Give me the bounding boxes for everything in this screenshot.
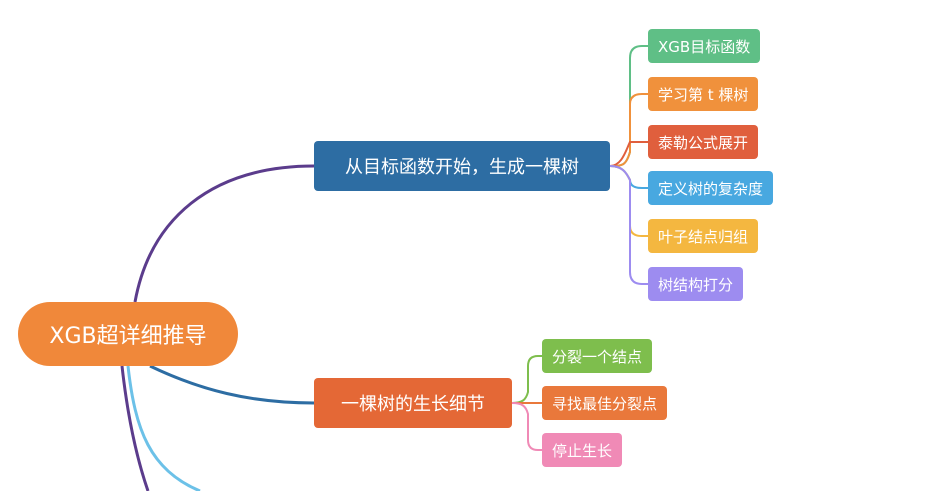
leaf-node-taylor-expansion[interactable]: 泰勒公式展开 bbox=[648, 125, 759, 159]
leaf-node-best-split[interactable]: 寻找最佳分裂点 bbox=[542, 386, 668, 420]
link-b2-c3 bbox=[511, 402, 542, 451]
branch-node-objective[interactable]: 从目标函数开始，生成一棵树 bbox=[314, 141, 610, 191]
link-root-offscreen-2 bbox=[120, 365, 150, 491]
link-root-branch-1 bbox=[133, 164, 315, 303]
leaf-node-leaf-grouping[interactable]: 叶子结点归组 bbox=[648, 219, 759, 253]
link-b2-c1 bbox=[511, 355, 542, 404]
link-b1-c6 bbox=[609, 165, 648, 285]
leaf-node-stop-growth[interactable]: 停止生长 bbox=[542, 433, 623, 467]
link-root-branch-2 bbox=[149, 364, 315, 405]
leaf-node-tree-complexity[interactable]: 定义树的复杂度 bbox=[648, 171, 774, 205]
branch-node-growth[interactable]: 一棵树的生长细节 bbox=[314, 378, 512, 428]
leaf-node-structure-score[interactable]: 树结构打分 bbox=[648, 267, 744, 301]
leaf-node-xgb-objective[interactable]: XGB目标函数 bbox=[648, 29, 761, 63]
link-root-offscreen-1 bbox=[126, 365, 201, 491]
root-node[interactable]: XGB超详细推导 bbox=[18, 302, 238, 366]
leaf-node-split-node[interactable]: 分裂一个结点 bbox=[542, 339, 653, 373]
leaf-node-learn-tree-t[interactable]: 学习第 t 棵树 bbox=[648, 77, 759, 111]
link-b1-c2 bbox=[609, 93, 648, 167]
